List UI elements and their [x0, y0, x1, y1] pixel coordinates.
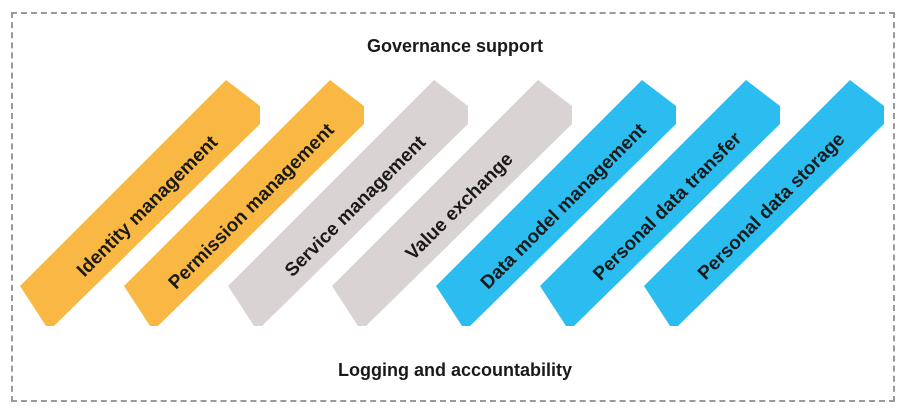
bottom-heading: Logging and accountability — [338, 360, 572, 380]
pillar-shape — [644, 80, 884, 326]
diagram-frame — [11, 12, 895, 402]
pillar-shape — [124, 80, 364, 326]
pillar-shape — [332, 80, 572, 326]
pillar-shape — [540, 80, 780, 326]
top-heading: Governance support — [366, 36, 544, 56]
pillar-shape — [228, 80, 468, 326]
pillar-shape — [436, 80, 676, 326]
pillar-shape — [20, 80, 260, 326]
